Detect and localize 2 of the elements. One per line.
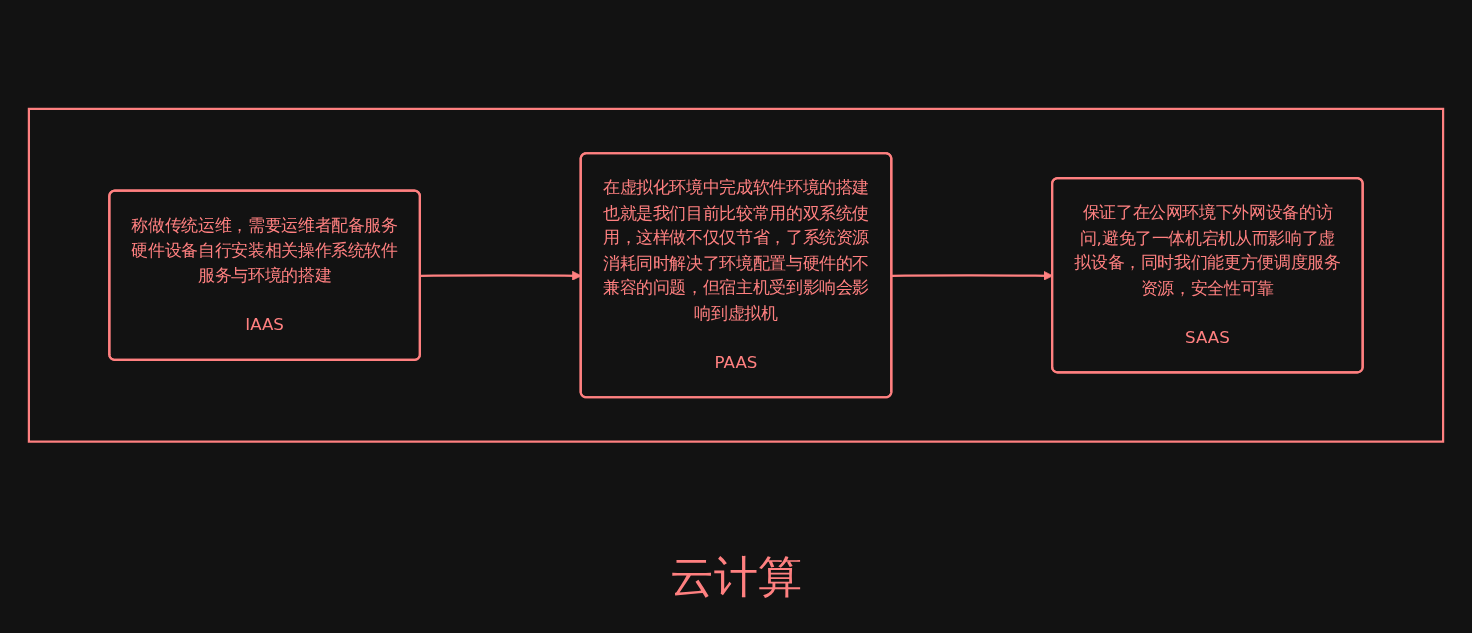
diagram-title: 云计算: [670, 551, 802, 602]
cluster: [27, 107, 1445, 443]
